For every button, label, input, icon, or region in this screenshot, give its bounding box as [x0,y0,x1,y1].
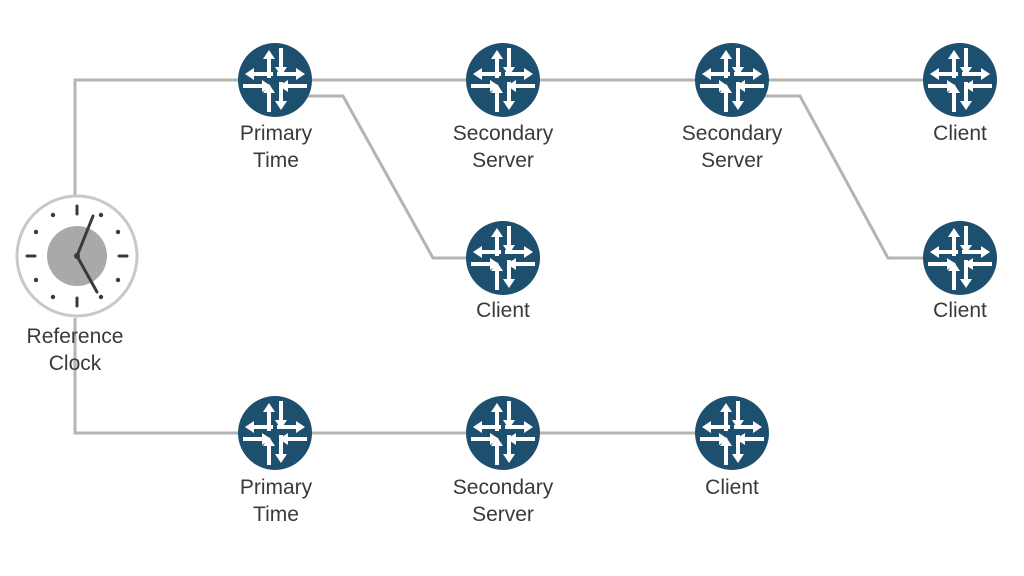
label-line: Clock [48,352,102,375]
router-icon [693,394,771,472]
router-icon [464,41,542,119]
label-line: Server [701,149,763,172]
node-label-secondary-server-2: Secondary Server [682,120,782,174]
label-line: Client [705,476,759,499]
label-line: Reference [26,325,124,348]
label-line: Secondary [452,122,554,145]
reference-clock-label: Reference Clock [27,323,124,377]
router-icon [464,219,542,297]
label-line: Client [933,299,987,322]
link-clock-primary-time-2 [73,318,275,435]
link-clock-primary-time-1 [73,78,275,195]
node-label-secondary-server-3: Secondary Server [453,474,553,528]
node-label-client-2: Client [476,297,530,324]
router-icon [921,41,999,119]
label-line: Client [476,299,530,322]
clock-icon [15,194,139,318]
node-label-primary-time-2: Primary Time [240,474,312,528]
label-line: Server [472,503,534,526]
node-label-secondary-server-1: Secondary Server [453,120,553,174]
router-icon [921,219,999,297]
router-icon [236,394,314,472]
label-line: Time [253,503,299,526]
router-icon [693,41,771,119]
node-label-client-3: Client [933,297,987,324]
label-line: Primary [239,476,313,499]
label-line: Server [472,149,534,172]
label-line: Client [933,122,987,145]
router-icon [464,394,542,472]
node-label-primary-time-1: Primary Time [240,120,312,174]
router-icon [236,41,314,119]
label-line: Primary [239,122,313,145]
label-line: Secondary [452,476,554,499]
node-label-client-4: Client [705,474,759,501]
label-line: Secondary [681,122,783,145]
node-label-client-1: Client [933,120,987,147]
links [73,78,960,435]
label-line: Time [253,149,299,172]
